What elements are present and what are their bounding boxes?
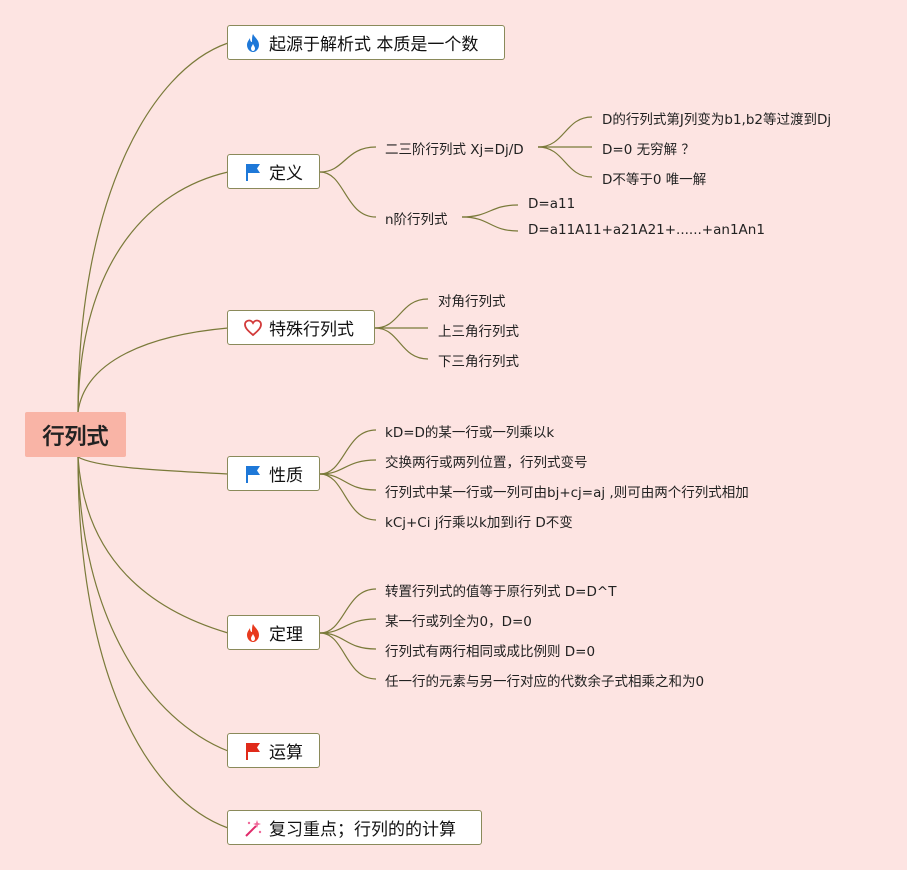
theorem-leaf[interactable]: 行列式有两行相同或成比例则 D=0 (385, 640, 595, 660)
flag-blue-icon (243, 464, 263, 484)
connector-thm-4 (320, 633, 376, 679)
branch-review-label: 复习重点；行列的的计算 (269, 815, 456, 840)
branch-operations[interactable]: 运算 (227, 733, 320, 768)
definition-sub1-child[interactable]: D=0 无穷解 ？ (602, 138, 695, 158)
connector-root-special (78, 328, 228, 412)
flag-blue-icon (243, 162, 263, 182)
branch-properties[interactable]: 性质 (227, 456, 320, 491)
theorem-leaf[interactable]: 转置行列式的值等于原行列式 D=D^T (385, 580, 616, 600)
branch-theorems[interactable]: 定理 (227, 615, 320, 650)
branch-special[interactable]: 特殊行列式 (227, 310, 375, 345)
connector-sub1-c1 (538, 117, 592, 147)
connector-root-properties (78, 457, 228, 474)
property-leaf[interactable]: kCj+Ci j行乘以k加到i行 D不变 (385, 511, 573, 531)
branch-definition[interactable]: 定义 (227, 154, 320, 189)
root-label: 行列式 (42, 419, 108, 451)
connector-root-definition (78, 172, 228, 412)
special-leaf[interactable]: 下三角行列式 (438, 350, 519, 370)
theorem-leaf[interactable]: 任一行的元素与另一行对应的代数余子式相乘之和为0 (385, 670, 704, 690)
connector-root-origin (78, 43, 228, 412)
connector-root-operations (78, 457, 228, 751)
connector-sub2-c2 (462, 217, 518, 231)
connector-root-theorems (78, 457, 228, 633)
branch-origin[interactable]: 起源于解析式 本质是一个数 (227, 25, 505, 60)
branch-operations-label: 运算 (269, 738, 303, 763)
special-leaf[interactable]: 上三角行列式 (438, 320, 519, 340)
special-leaf[interactable]: 对角行列式 (438, 290, 506, 310)
definition-sub1-child[interactable]: D的行列式第J列变为b1,b2等过渡到Dj (602, 108, 831, 128)
property-leaf[interactable]: kD=D的某一行或一列乘以k (385, 421, 554, 441)
definition-sub2-child[interactable]: D=a11 (528, 196, 575, 212)
property-leaf[interactable]: 交换两行或两列位置，行列式变号 (385, 451, 588, 471)
connector-definition-sub1 (320, 147, 376, 172)
theorem-leaf[interactable]: 某一行或列全为0，D=0 (385, 610, 532, 630)
connector-sub1-c3 (538, 147, 592, 177)
heart-icon (243, 318, 263, 338)
branch-origin-label: 起源于解析式 本质是一个数 (269, 30, 478, 55)
branch-properties-label: 性质 (269, 461, 303, 486)
definition-sub2-label[interactable]: n阶行列式 (385, 208, 448, 228)
flame-icon (243, 623, 263, 643)
sparkle-wand-icon (243, 818, 263, 838)
connector-thm-1 (320, 589, 376, 633)
connector-root-review (78, 457, 228, 828)
branch-review[interactable]: 复习重点；行列的的计算 (227, 810, 482, 845)
definition-sub2-child[interactable]: D=a11A11+a21A21+......+an1An1 (528, 222, 765, 238)
connector-sub2-c1 (462, 205, 518, 217)
connector-prop-4 (320, 474, 376, 520)
connector-special-1 (375, 299, 428, 328)
branch-definition-label: 定义 (269, 159, 303, 184)
property-leaf[interactable]: 行列式中某一行或一列可由bj+cj=aj ,则可由两个行列式相加 (385, 481, 749, 501)
definition-sub1-child[interactable]: D不等于0 唯一解 (602, 168, 706, 188)
flag-red-icon (243, 741, 263, 761)
connector-definition-sub2 (320, 172, 376, 217)
definition-sub1-label[interactable]: 二三阶行列式 Xj=Dj/D (385, 138, 524, 158)
branch-special-label: 特殊行列式 (269, 315, 354, 340)
flame-icon (243, 33, 263, 53)
branch-theorems-label: 定理 (269, 620, 303, 645)
connector-prop-1 (320, 430, 376, 474)
connector-special-3 (375, 328, 428, 359)
root-node[interactable]: 行列式 (25, 412, 126, 457)
